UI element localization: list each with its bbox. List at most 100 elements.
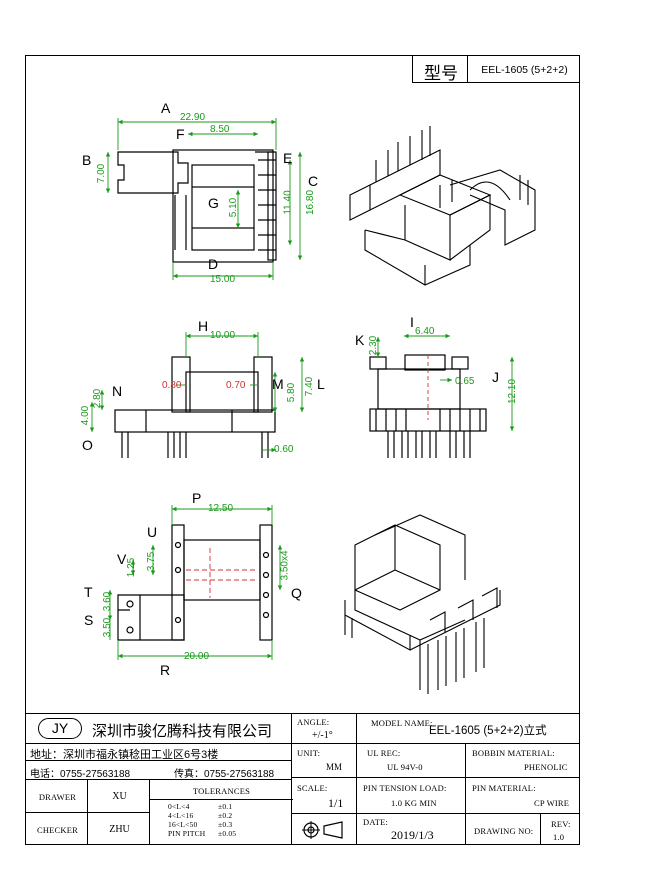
address-cell: 地址：深圳市福永镇稔田工业区6号3楼 [25, 743, 292, 761]
date-value: 2019/1/3 [391, 828, 434, 842]
dim-0-65-value: 0.65 [455, 376, 475, 387]
tolerance-range-3: 16<L<50 [168, 820, 198, 829]
dim-c-value: 16.80 [305, 189, 317, 216]
date-label: DATE: [363, 817, 389, 827]
checker-label: CHECKER [36, 825, 79, 835]
letter-o: O [82, 437, 93, 453]
dim-0-70-value: 0.70 [226, 380, 246, 391]
dim-h-value: 10.00 [210, 330, 236, 341]
drawer-label: DRAWER [38, 792, 77, 802]
checker-value-cell: ZHU [87, 812, 150, 845]
isometric-view-bottom [344, 514, 501, 694]
dim-p-value: 12.50 [208, 503, 234, 514]
company-phone: 电话：0755-27563188 [30, 769, 131, 780]
letter-u: U [147, 524, 158, 540]
model-name-label: MODEL NAME: [371, 718, 433, 728]
model-label: 型号 [424, 64, 458, 83]
pin-material-value: CP WIRE [534, 798, 570, 808]
dim-v-value: 1.25 [126, 557, 138, 578]
dim-0-80-value: 0.80 [162, 380, 182, 391]
dim-s-value: 3.50 [102, 617, 114, 638]
isometric-view-top [349, 126, 536, 286]
unit-cell: UNIT: MM [291, 743, 357, 778]
tolerance-ranges: 0<L<4 4<L<16 16<L<50 PIN PITCH [168, 802, 205, 838]
tolerance-values: ±0.1 ±0.2 ±0.3 ±0.05 [218, 802, 236, 838]
dim-t-value: 3.60 [102, 591, 114, 612]
letter-t: T [84, 584, 93, 600]
rev-cell: REV: 1.0 [540, 813, 580, 845]
letter-m: M [272, 376, 284, 392]
unit-value: MM [326, 762, 343, 772]
scale-value: 1/1 [328, 796, 344, 810]
letter-r: R [160, 662, 171, 678]
date-cell: DATE: 2019/1/3 [356, 813, 466, 845]
checker-label-cell: CHECKER [25, 812, 88, 845]
dim-d-value: 15.00 [210, 274, 236, 285]
bobbin-material-value: PHENOLIC [524, 762, 568, 772]
letter-h: H [198, 318, 209, 334]
model-value: EEL-1605 (5+2+2) [481, 64, 568, 76]
letter-k: K [355, 332, 365, 348]
dim-o-value: 4.00 [80, 405, 92, 426]
drawing-no-label: DRAWING NO: [474, 826, 534, 836]
letter-e: E [283, 150, 293, 166]
dim-l-value: 7.40 [304, 376, 316, 397]
unit-label: UNIT: [297, 748, 321, 758]
pin-tension-value: 1.0 KG MIN [391, 798, 437, 808]
dim-e-value: 11.40 [282, 190, 294, 215]
dim-q-value: 3.50x4 [279, 550, 291, 581]
bobbin-material-label: BOBBIN MATERIAL: [472, 748, 555, 758]
tolerance-value-3: ±0.3 [218, 820, 233, 829]
projection-cell [291, 813, 357, 845]
side-view [369, 354, 487, 458]
tolerance-value-4: ±0.05 [218, 829, 237, 838]
dim-k-value: 2.30 [368, 335, 380, 356]
company-address: 地址：深圳市福永镇稔田工业区6号3楼 [30, 749, 219, 761]
dim-a-value: 22.90 [180, 112, 206, 123]
pin-material-label: PIN MATERIAL: [472, 783, 536, 793]
rev-value: 1.0 [553, 832, 565, 842]
pin-material-cell: PIN MATERIAL: CP WIRE [465, 777, 580, 814]
tolerance-range-1: 0<L<4 [168, 802, 190, 811]
front-view [114, 356, 276, 458]
bobbin-material-cell: BOBBIN MATERIAL: PHENOLIC [465, 743, 580, 778]
projection-symbol-icon [302, 821, 343, 839]
rev-label: REV: [551, 819, 571, 829]
tolerances-label: TOLERANCES [192, 786, 251, 796]
dim-g-value: 5.10 [228, 197, 240, 218]
dim-u-value: 3.75 [146, 551, 158, 572]
letter-n: N [112, 383, 123, 399]
dim-0-60-value: 0.60 [274, 444, 294, 455]
dim-n-value: 2.80 [92, 388, 104, 409]
contact-cell: 电话：0755-27563188 传真：0755-27563188 [25, 760, 292, 780]
letter-b: B [82, 152, 92, 168]
scale-label: SCALE: [297, 783, 328, 793]
model-name-value: EEL-1605 (5+2+2)立式 [429, 725, 547, 737]
angle-cell: ANGLE: +/-1° [291, 713, 357, 744]
ul-rec-value: UL 94V-0 [387, 762, 423, 772]
dim-j-value: 12.10 [507, 378, 519, 405]
top-view [117, 149, 277, 263]
ul-rec-cell: UL REC: UL 94V-0 [356, 743, 466, 778]
letter-c: C [308, 173, 319, 189]
pin-tension-cell: PIN TENSION LOAD: 1.0 KG MIN [356, 777, 466, 814]
letter-a: A [161, 100, 171, 116]
model-name-cell: MODEL NAME: EEL-1605 (5+2+2)立式 [356, 713, 580, 744]
drawer-value-cell: XU [87, 779, 150, 813]
dim-f-value: 8.50 [210, 124, 230, 135]
letter-d: D [208, 256, 219, 272]
letter-i: I [410, 314, 414, 330]
letter-g: G [208, 195, 219, 211]
letter-f: F [176, 126, 185, 142]
ul-rec-label: UL REC: [367, 748, 401, 758]
scale-cell: SCALE: 1/1 [291, 777, 357, 814]
letter-v: V [117, 551, 127, 567]
tolerance-value-1: ±0.1 [218, 802, 233, 811]
letter-p: P [192, 490, 202, 506]
bottom-view [117, 524, 273, 641]
model-value-cell: EEL-1605 (5+2+2) [467, 55, 580, 83]
dim-r-value: 20.00 [184, 651, 210, 662]
drawing-no-cell: DRAWING NO: [465, 813, 541, 845]
tolerances-cell: TOLERANCES 0<L<4 4<L<16 16<L<50 PIN PITC… [149, 779, 293, 845]
